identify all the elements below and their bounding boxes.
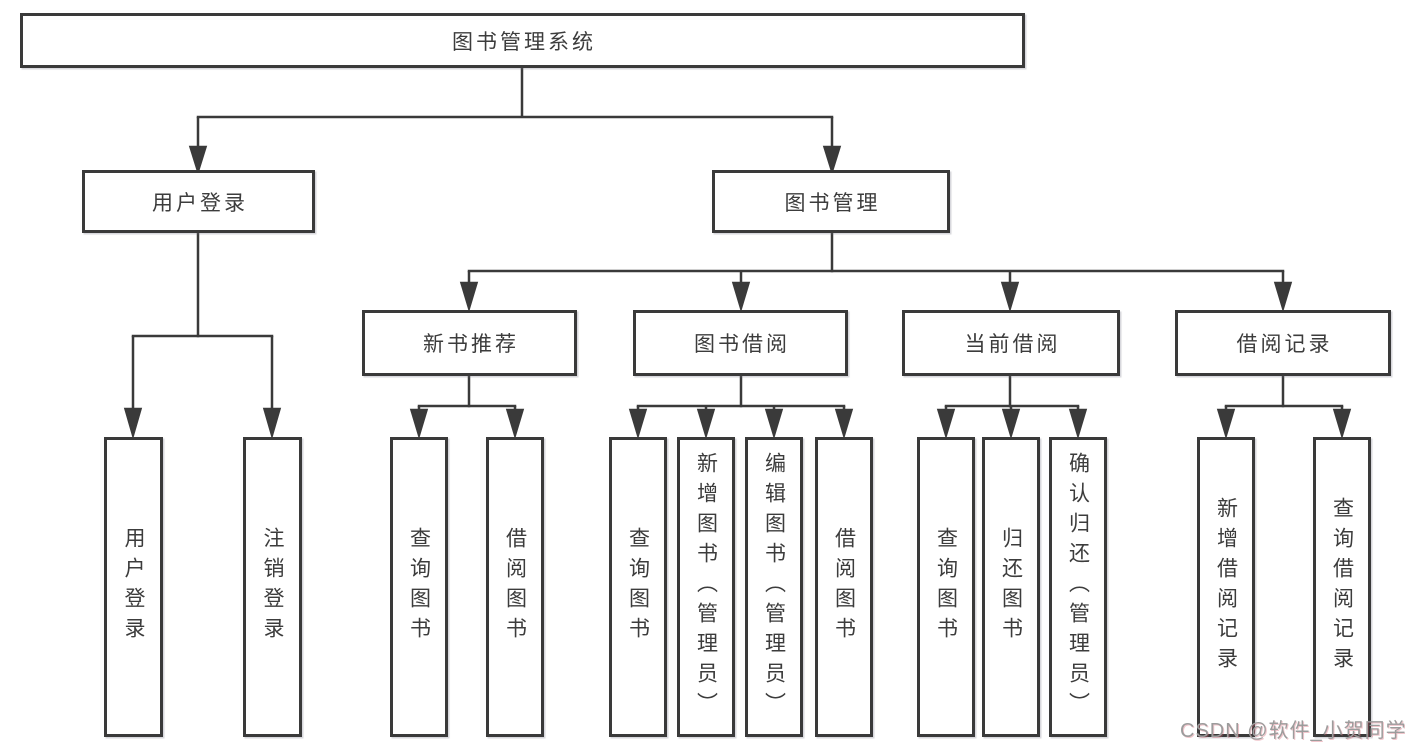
- leaf-records-query-borrow-record: 查询借阅记录: [1313, 437, 1371, 737]
- leaf-current-query-books: 查询图书: [917, 437, 975, 737]
- node-root-library-system: 图书管理系统: [20, 13, 1025, 68]
- leaf-logout: 注销登录: [243, 437, 302, 737]
- leaf-recommend-query-books: 查询图书: [390, 437, 448, 737]
- csdn-watermark: CSDN @软件_小贺同学: [1180, 720, 1405, 742]
- node-book-management: 图书管理: [712, 170, 950, 233]
- node-borrow-records: 借阅记录: [1175, 310, 1391, 376]
- leaf-user-login: 用户登录: [104, 437, 163, 737]
- node-new-book-recommend: 新书推荐: [362, 310, 577, 376]
- leaf-current-return-books: 归还图书: [982, 437, 1040, 737]
- leaf-borrow-edit-books-admin: 编辑图书（管理员）: [745, 437, 803, 737]
- leaf-borrow-borrow-books: 借阅图书: [815, 437, 873, 737]
- node-book-borrow: 图书借阅: [633, 310, 848, 376]
- node-user-login: 用户登录: [82, 170, 315, 233]
- leaf-borrow-add-books-admin: 新增图书（管理员）: [677, 437, 735, 737]
- leaf-recommend-borrow-books: 借阅图书: [486, 437, 544, 737]
- leaf-records-add-borrow-record: 新增借阅记录: [1197, 437, 1255, 737]
- leaf-borrow-query-books: 查询图书: [609, 437, 667, 737]
- leaf-current-confirm-return-admin: 确认归还（管理员）: [1049, 437, 1107, 737]
- node-current-borrow: 当前借阅: [902, 310, 1120, 376]
